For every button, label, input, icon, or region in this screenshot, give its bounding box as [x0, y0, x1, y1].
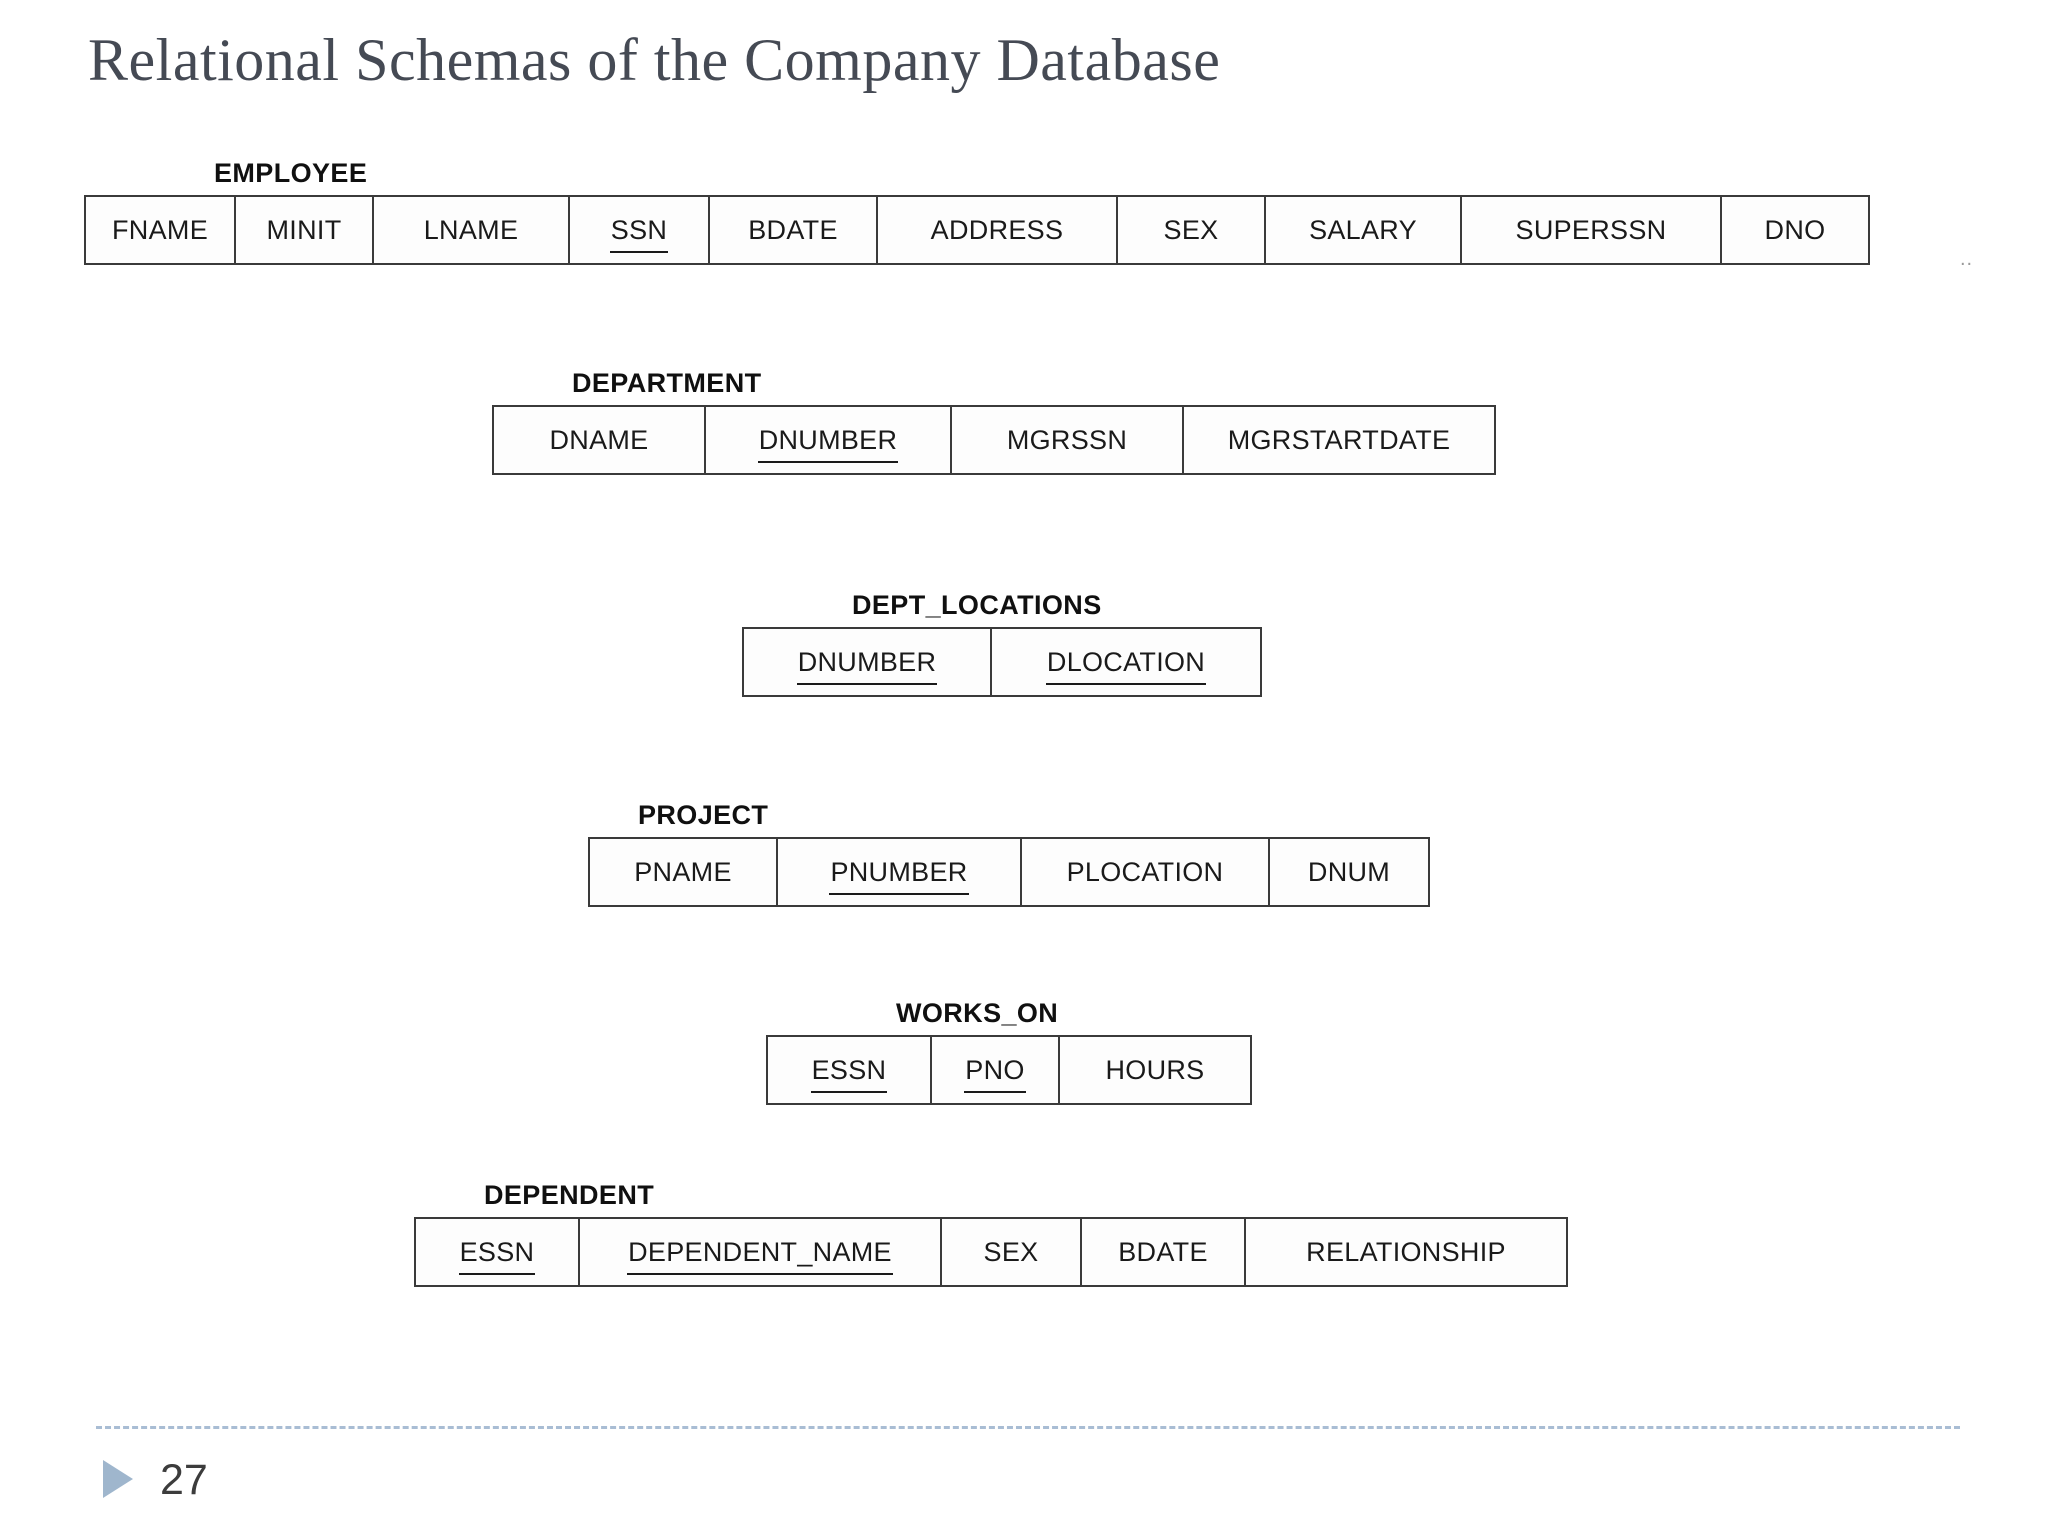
- schema-name: EMPLOYEE: [214, 158, 368, 188]
- schema-attribute-row: ESSN DEPENDENT_NAME SEX BDATE RELATIONSHIP: [414, 1217, 1568, 1287]
- attribute-cell: MGRSSN: [952, 407, 1184, 473]
- attribute-label: PLOCATION: [1066, 856, 1224, 887]
- schema-attribute-row: FNAME MINIT LNAME SSN BDATE ADDRESS SEX SALARY S…: [84, 195, 1870, 265]
- schema-name: WORKS_ON: [896, 998, 1059, 1028]
- attribute-cell: MINIT: [236, 197, 374, 263]
- primary-key-attribute-label: DNUMBER: [757, 424, 898, 463]
- triangle-bullet-icon: [103, 1460, 133, 1498]
- attribute-label: DNO: [1764, 214, 1826, 245]
- primary-key-attribute-label: ESSN: [458, 1236, 536, 1275]
- attribute-cell: PNUMBER: [778, 839, 1022, 905]
- slide-footer: 27: [0, 1416, 2048, 1536]
- attribute-cell: DNUMBER: [744, 629, 992, 695]
- attribute-label: ADDRESS: [930, 214, 1064, 245]
- schema-name: DEPARTMENT: [572, 368, 762, 398]
- attribute-label: SEX: [983, 1236, 1039, 1267]
- footer-divider: [96, 1426, 1960, 1429]
- attribute-label: FNAME: [112, 214, 208, 245]
- attribute-cell: DEPENDENT_NAME: [580, 1219, 942, 1285]
- primary-key-attribute-label: ESSN: [810, 1054, 888, 1093]
- attribute-cell: DNUMBER: [706, 407, 952, 473]
- attribute-cell: PNO: [932, 1037, 1060, 1103]
- schema-attribute-row: DNUMBER DLOCATION: [742, 627, 1262, 697]
- attribute-cell: PLOCATION: [1022, 839, 1270, 905]
- attribute-cell: SEX: [1118, 197, 1266, 263]
- schema-name: DEPT_LOCATIONS: [852, 590, 1102, 620]
- schema-attribute-row: DNAME DNUMBER MGRSSN MGRSTARTDATE: [492, 405, 1496, 475]
- attribute-label: HOURS: [1105, 1054, 1205, 1085]
- attribute-label: DNAME: [549, 424, 649, 455]
- attribute-cell: RELATIONSHIP: [1246, 1219, 1566, 1285]
- attribute-cell: DNAME: [494, 407, 706, 473]
- attribute-cell: BDATE: [1082, 1219, 1246, 1285]
- attribute-cell: SUPERSSN: [1462, 197, 1722, 263]
- schema-dependent: DEPENDENT ESSN DEPENDENT_NAME SEX BDATE RELAT…: [414, 1180, 1568, 1287]
- attribute-cell: SALARY: [1266, 197, 1462, 263]
- attribute-cell: SSN: [570, 197, 710, 263]
- attribute-label: BDATE: [748, 214, 838, 245]
- attribute-cell: LNAME: [374, 197, 570, 263]
- schema-name: PROJECT: [638, 800, 769, 830]
- page-title: Relational Schemas of the Company Databa…: [88, 27, 1221, 93]
- primary-key-attribute-label: DLOCATION: [1045, 646, 1207, 685]
- primary-key-attribute-label: SSN: [609, 214, 669, 253]
- primary-key-attribute-label: PNO: [964, 1054, 1027, 1093]
- attribute-cell: PNAME: [590, 839, 778, 905]
- attribute-cell: HOURS: [1060, 1037, 1250, 1103]
- attribute-label: LNAME: [423, 214, 519, 245]
- schema-department: DEPARTMENT DNAME DNUMBER MGRSSN MGRSTARTDATE: [492, 368, 1496, 475]
- attribute-label: MGRSTARTDATE: [1227, 424, 1451, 455]
- attribute-label: MGRSSN: [1006, 424, 1128, 455]
- primary-key-attribute-label: DEPENDENT_NAME: [627, 1236, 893, 1275]
- attribute-label: PNAME: [634, 856, 732, 887]
- schema-attribute-row: ESSN PNO HOURS: [766, 1035, 1252, 1105]
- schema-works-on: WORKS_ON ESSN PNO HOURS: [766, 998, 1252, 1105]
- attribute-label: RELATIONSHIP: [1306, 1236, 1506, 1267]
- attribute-cell: ESSN: [416, 1219, 580, 1285]
- primary-key-attribute-label: PNUMBER: [829, 856, 969, 895]
- schema-project: PROJECT PNAME PNUMBER PLOCATION DNUM: [588, 800, 1430, 907]
- scan-artifact-mark: ..: [1960, 248, 1974, 270]
- attribute-cell: BDATE: [710, 197, 878, 263]
- attribute-cell: ADDRESS: [878, 197, 1118, 263]
- attribute-cell: SEX: [942, 1219, 1082, 1285]
- attribute-cell: DNO: [1722, 197, 1868, 263]
- attribute-cell: ESSN: [768, 1037, 932, 1103]
- schema-name: DEPENDENT: [484, 1180, 655, 1210]
- attribute-label: BDATE: [1118, 1236, 1208, 1267]
- attribute-cell: DLOCATION: [992, 629, 1260, 695]
- page-number: 27: [160, 1456, 208, 1504]
- attribute-cell: DNUM: [1270, 839, 1428, 905]
- attribute-label: SALARY: [1309, 214, 1417, 245]
- attribute-label: SEX: [1163, 214, 1219, 245]
- primary-key-attribute-label: DNUMBER: [796, 646, 937, 685]
- schema-dept-locations: DEPT_LOCATIONS DNUMBER DLOCATION: [742, 590, 1262, 697]
- attribute-label: SUPERSSN: [1515, 214, 1667, 245]
- attribute-cell: FNAME: [86, 197, 236, 263]
- attribute-label: DNUM: [1307, 856, 1391, 887]
- attribute-cell: MGRSTARTDATE: [1184, 407, 1494, 473]
- attribute-label: MINIT: [266, 214, 342, 245]
- schema-attribute-row: PNAME PNUMBER PLOCATION DNUM: [588, 837, 1430, 907]
